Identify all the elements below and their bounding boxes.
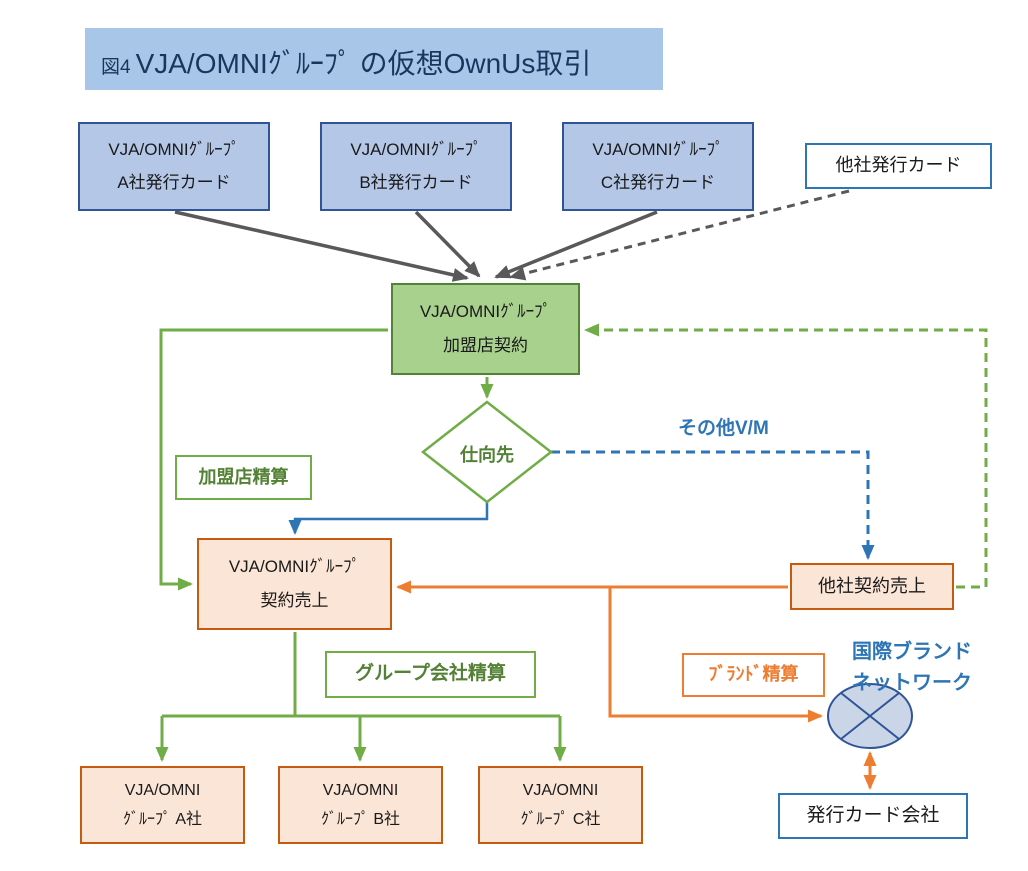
card-a-line2: A社発行カード <box>117 173 231 192</box>
group-settlement-label: グループ会社精算 <box>325 651 536 698</box>
other-card-box: 他社発行カード <box>805 143 992 189</box>
intl-brand-network-label: 国際ブランド ネットワーク <box>852 637 992 699</box>
issuer-company-box: 発行カード会社 <box>778 793 968 839</box>
merchant-settlement-label: 加盟店精算 <box>175 455 312 500</box>
card-b-box: VJA/OMNIｸﾞﾙｰﾌﾟ B社発行カード <box>320 122 512 211</box>
group-c-box: VJA/OMNI ｸﾞﾙｰﾌﾟ C社 <box>478 766 643 844</box>
group-b-line1: VJA/OMNI <box>322 782 399 800</box>
merchant-contract-box: VJA/OMNIｸﾞﾙｰﾌﾟ 加盟店契約 <box>391 283 580 375</box>
group-a-line1: VJA/OMNI <box>124 782 201 800</box>
other-vm-label: その他V/M <box>678 418 769 439</box>
card-c-line2: C社発行カード <box>600 173 716 192</box>
card-a-line1: VJA/OMNIｸﾞﾙｰﾌﾟ <box>108 139 240 159</box>
group-c-line2: ｸﾞﾙｰﾌﾟ C社 <box>520 810 601 828</box>
group-b-line2: ｸﾞﾙｰﾌﾟ B社 <box>320 810 401 828</box>
figure-title: 図4 VJA/OMNIｸﾞﾙｰﾌﾟ の仮想OwnUs取引 <box>85 28 663 90</box>
brand-settlement-label: ﾌﾞﾗﾝﾄﾞ精算 <box>682 653 825 697</box>
intl-brand-line1: 国際ブランド <box>852 641 972 663</box>
destination-to-sales-path <box>288 502 489 535</box>
other-vm-dashed-path <box>551 450 875 560</box>
contract-sales-line2: 契約売上 <box>260 590 329 610</box>
card-c-box: VJA/OMNIｸﾞﾙｰﾌﾟ C社発行カード <box>562 122 754 211</box>
other-contract-sales-box: 他社契約売上 <box>790 563 954 610</box>
group-a-box: VJA/OMNI ｸﾞﾙｰﾌﾟ A社 <box>80 766 245 844</box>
group-b-box: VJA/OMNI ｸﾞﾙｰﾌﾟ B社 <box>278 766 443 844</box>
card-b-line2: B社発行カード <box>359 173 473 192</box>
other-card-label: 他社発行カード <box>835 155 962 176</box>
contract-sales-box: VJA/OMNIｸﾞﾙｰﾌﾟ 契約売上 <box>197 538 392 630</box>
other-contract-sales-label: 他社契約売上 <box>818 575 926 596</box>
figure-title-text: VJA/OMNIｸﾞﾙｰﾌﾟ の仮想OwnUs取引 <box>135 48 592 79</box>
card-c-line1: VJA/OMNIｸﾞﾙｰﾌﾟ <box>592 139 724 159</box>
destination-label: 仕向先 <box>460 445 514 465</box>
card-b-line1: VJA/OMNIｸﾞﾙｰﾌﾟ <box>350 139 482 159</box>
green-dashed-return-path <box>584 323 988 589</box>
merchant-contract-line1: VJA/OMNIｸﾞﾙｰﾌﾟ <box>419 302 552 322</box>
figure-number: 図4 <box>101 57 131 78</box>
group-c-line1: VJA/OMNI <box>522 782 599 800</box>
intl-brand-line2: ネットワーク <box>852 672 972 694</box>
group-a-line2: ｸﾞﾙｰﾌﾟ A社 <box>122 810 203 828</box>
contract-sales-line1: VJA/OMNIｸﾞﾙｰﾌﾟ <box>228 557 361 577</box>
card-a-box: VJA/OMNIｸﾞﾙｰﾌﾟ A社発行カード <box>78 122 270 211</box>
merchant-contract-line2: 加盟店契約 <box>443 335 528 355</box>
